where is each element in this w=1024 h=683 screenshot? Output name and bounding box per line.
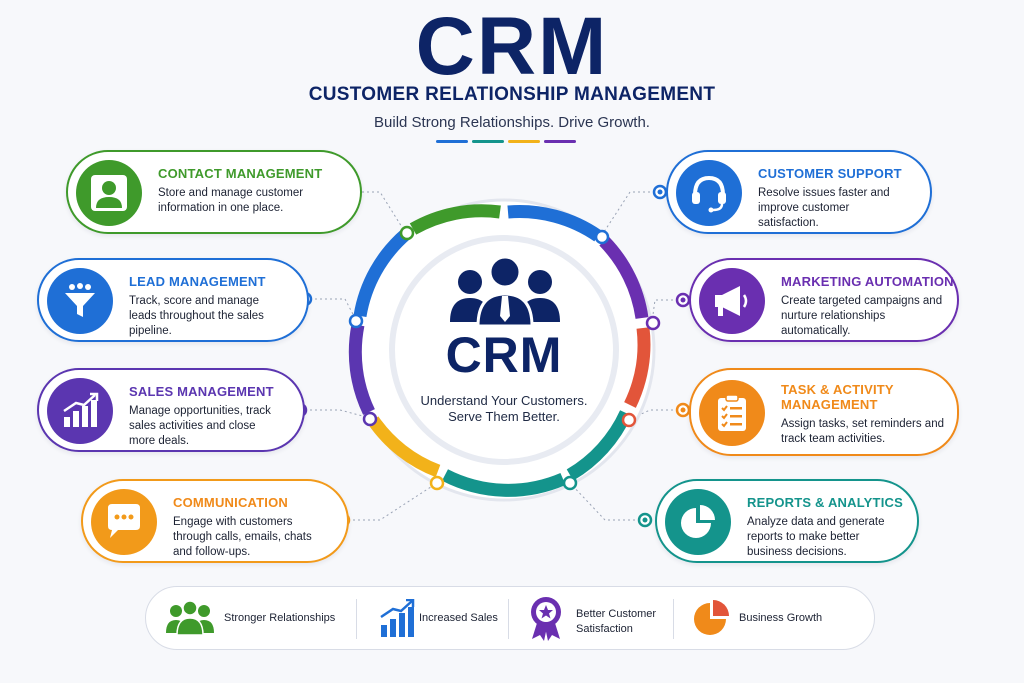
benefit-label: Business Growth <box>739 612 823 624</box>
accent-dashes <box>436 140 586 144</box>
customer-support-title: CUSTOMER SUPPORT <box>758 166 902 181</box>
funnel-icon <box>47 268 113 334</box>
megaphone-icon <box>699 268 765 334</box>
customer-support-card[interactable]: CUSTOMER SUPPORT Resolve issues faster a… <box>666 150 932 234</box>
benefit-label: Stronger Relationships <box>224 612 336 624</box>
tagline: Build Strong Relationships. Drive Growth… <box>374 114 650 131</box>
contact-management-card[interactable]: CONTACT MANAGEMENT Store and manage cust… <box>66 150 362 234</box>
hub-tagline-line-2: Serve Them Better. <box>448 409 560 424</box>
headset-icon <box>676 160 742 226</box>
pie-chart-icon <box>694 600 729 635</box>
sales-management-description: Manage opportunities, track sales activi… <box>129 405 271 447</box>
communication-card[interactable]: COMMUNICATION Engage with customers thro… <box>81 479 349 563</box>
benefits-bar: Stronger Relationships Increased Sales B… <box>145 586 875 650</box>
lead-management-card[interactable]: LEAD MANAGEMENT Track, score and manage … <box>37 258 309 342</box>
task-activity-management-title: TASK & ACTIVITY MANAGEMENT <box>781 382 894 412</box>
main-title: CRM <box>415 1 609 92</box>
marketing-automation-description: Create targeted campaigns and nurture re… <box>781 295 943 337</box>
reports-analytics-description: Analyze data and generate reports to mak… <box>747 516 885 558</box>
sales-management-title: SALES MANAGEMENT <box>129 384 274 399</box>
benefit-customer-satisfaction: Better Customer Satisfaction <box>528 587 678 649</box>
task-activity-management-description: Assign tasks, set reminders and track te… <box>781 418 944 445</box>
communication-title: COMMUNICATION <box>173 495 289 510</box>
reports-analytics-title: REPORTS & ANALYTICS <box>747 495 903 510</box>
marketing-automation-card[interactable]: MARKETING AUTOMATION Create targeted cam… <box>689 258 959 342</box>
pie-chart-icon <box>665 489 731 555</box>
benefit-increased-sales: Increased Sales <box>379 587 514 649</box>
reports-analytics-card[interactable]: REPORTS & ANALYTICS Analyze data and gen… <box>655 479 919 563</box>
benefit-stronger-relationships: Stronger Relationships <box>166 587 356 649</box>
lead-management-description: Track, score and manage leads throughout… <box>129 295 264 337</box>
benefit-label: Increased Sales <box>419 612 498 624</box>
benefit-label: Better Customer Satisfaction <box>576 608 657 635</box>
marketing-automation-title: MARKETING AUTOMATION <box>781 274 954 289</box>
hub-title: CRM <box>445 327 563 383</box>
subtitle: CUSTOMER RELATIONSHIP MANAGEMENT <box>308 84 716 105</box>
people-group-icon <box>166 600 214 636</box>
communication-description: Engage with customers through calls, ema… <box>173 516 312 558</box>
clipboard-checklist-icon <box>699 380 765 446</box>
bar-growth-icon <box>380 599 415 637</box>
lead-management-title: LEAD MANAGEMENT <box>129 274 266 289</box>
contact-management-description: Store and manage customer information in… <box>158 187 304 214</box>
chat-bubble-icon <box>91 489 157 555</box>
growth-chart-icon <box>47 378 113 444</box>
person-icon <box>76 160 142 226</box>
contact-management-title: CONTACT MANAGEMENT <box>158 166 323 181</box>
hub-tagline-line-1: Understand Your Customers. <box>420 393 588 408</box>
award-badge-icon <box>531 597 561 641</box>
team-icon <box>450 255 560 328</box>
sales-management-card[interactable]: SALES MANAGEMENT Manage opportunities, t… <box>37 368 305 452</box>
benefit-business-growth: Business Growth <box>693 587 853 649</box>
customer-support-description: Resolve issues faster and improve custom… <box>758 187 890 229</box>
task-activity-management-card[interactable]: TASK & ACTIVITY MANAGEMENT Assign tasks,… <box>689 368 959 456</box>
